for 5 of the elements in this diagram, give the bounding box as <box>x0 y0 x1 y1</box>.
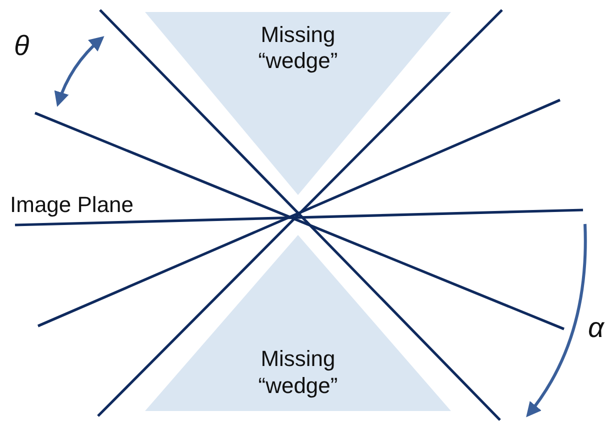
label: θ <box>14 30 30 62</box>
label: α <box>588 312 604 344</box>
label: Image Plane <box>10 192 134 218</box>
wedge-label: Missing “wedge” <box>257 22 339 75</box>
wedge-label: Missing “wedge” <box>257 346 339 399</box>
